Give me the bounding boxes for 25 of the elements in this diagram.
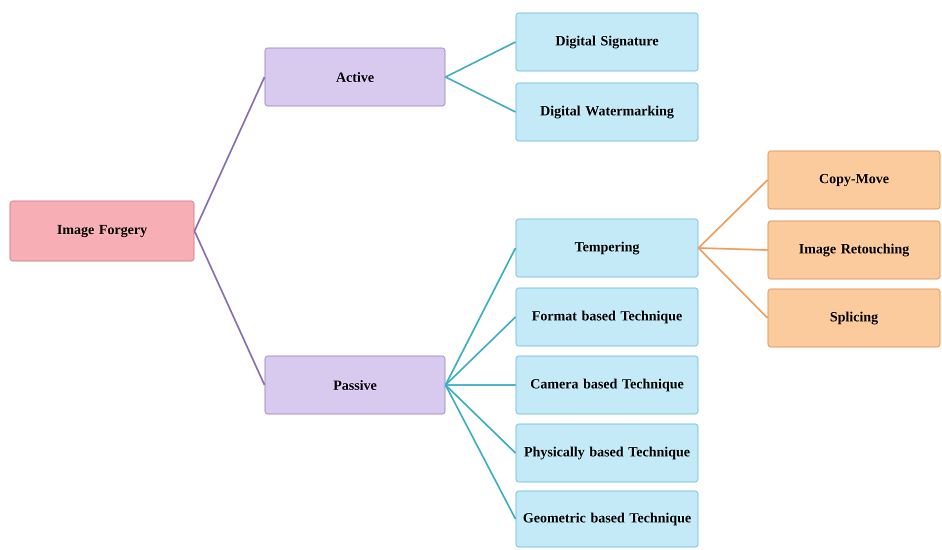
connector-line xyxy=(446,384,516,386)
method-box: Format based Technique xyxy=(516,288,698,346)
category-box: Active xyxy=(264,48,446,106)
connector-line xyxy=(444,384,516,454)
root-box: Image Forgery xyxy=(10,200,194,262)
connector-line xyxy=(444,384,516,520)
method-box: Geometric based Technique xyxy=(516,490,698,548)
method-box: Digital Watermarking xyxy=(516,82,698,142)
connector-line xyxy=(698,247,768,251)
method-box: Tempering xyxy=(516,218,698,278)
subtype-box: Image Retouching xyxy=(768,220,940,280)
method-box: Camera based Technique xyxy=(516,356,698,414)
connector-line xyxy=(194,76,266,232)
connector-line xyxy=(698,247,768,319)
method-box: Digital Signature xyxy=(516,12,698,72)
connector-line xyxy=(194,230,266,386)
subtype-box: Copy-Move xyxy=(768,150,940,210)
connector-line xyxy=(698,179,768,249)
method-box: Physically based Technique xyxy=(516,424,698,482)
connector-line xyxy=(445,76,516,113)
connector-line xyxy=(444,316,516,386)
subtype-box: Splicing xyxy=(768,288,940,348)
connector-line xyxy=(445,41,516,78)
category-box: Passive xyxy=(264,356,446,414)
connector-line xyxy=(444,248,516,386)
